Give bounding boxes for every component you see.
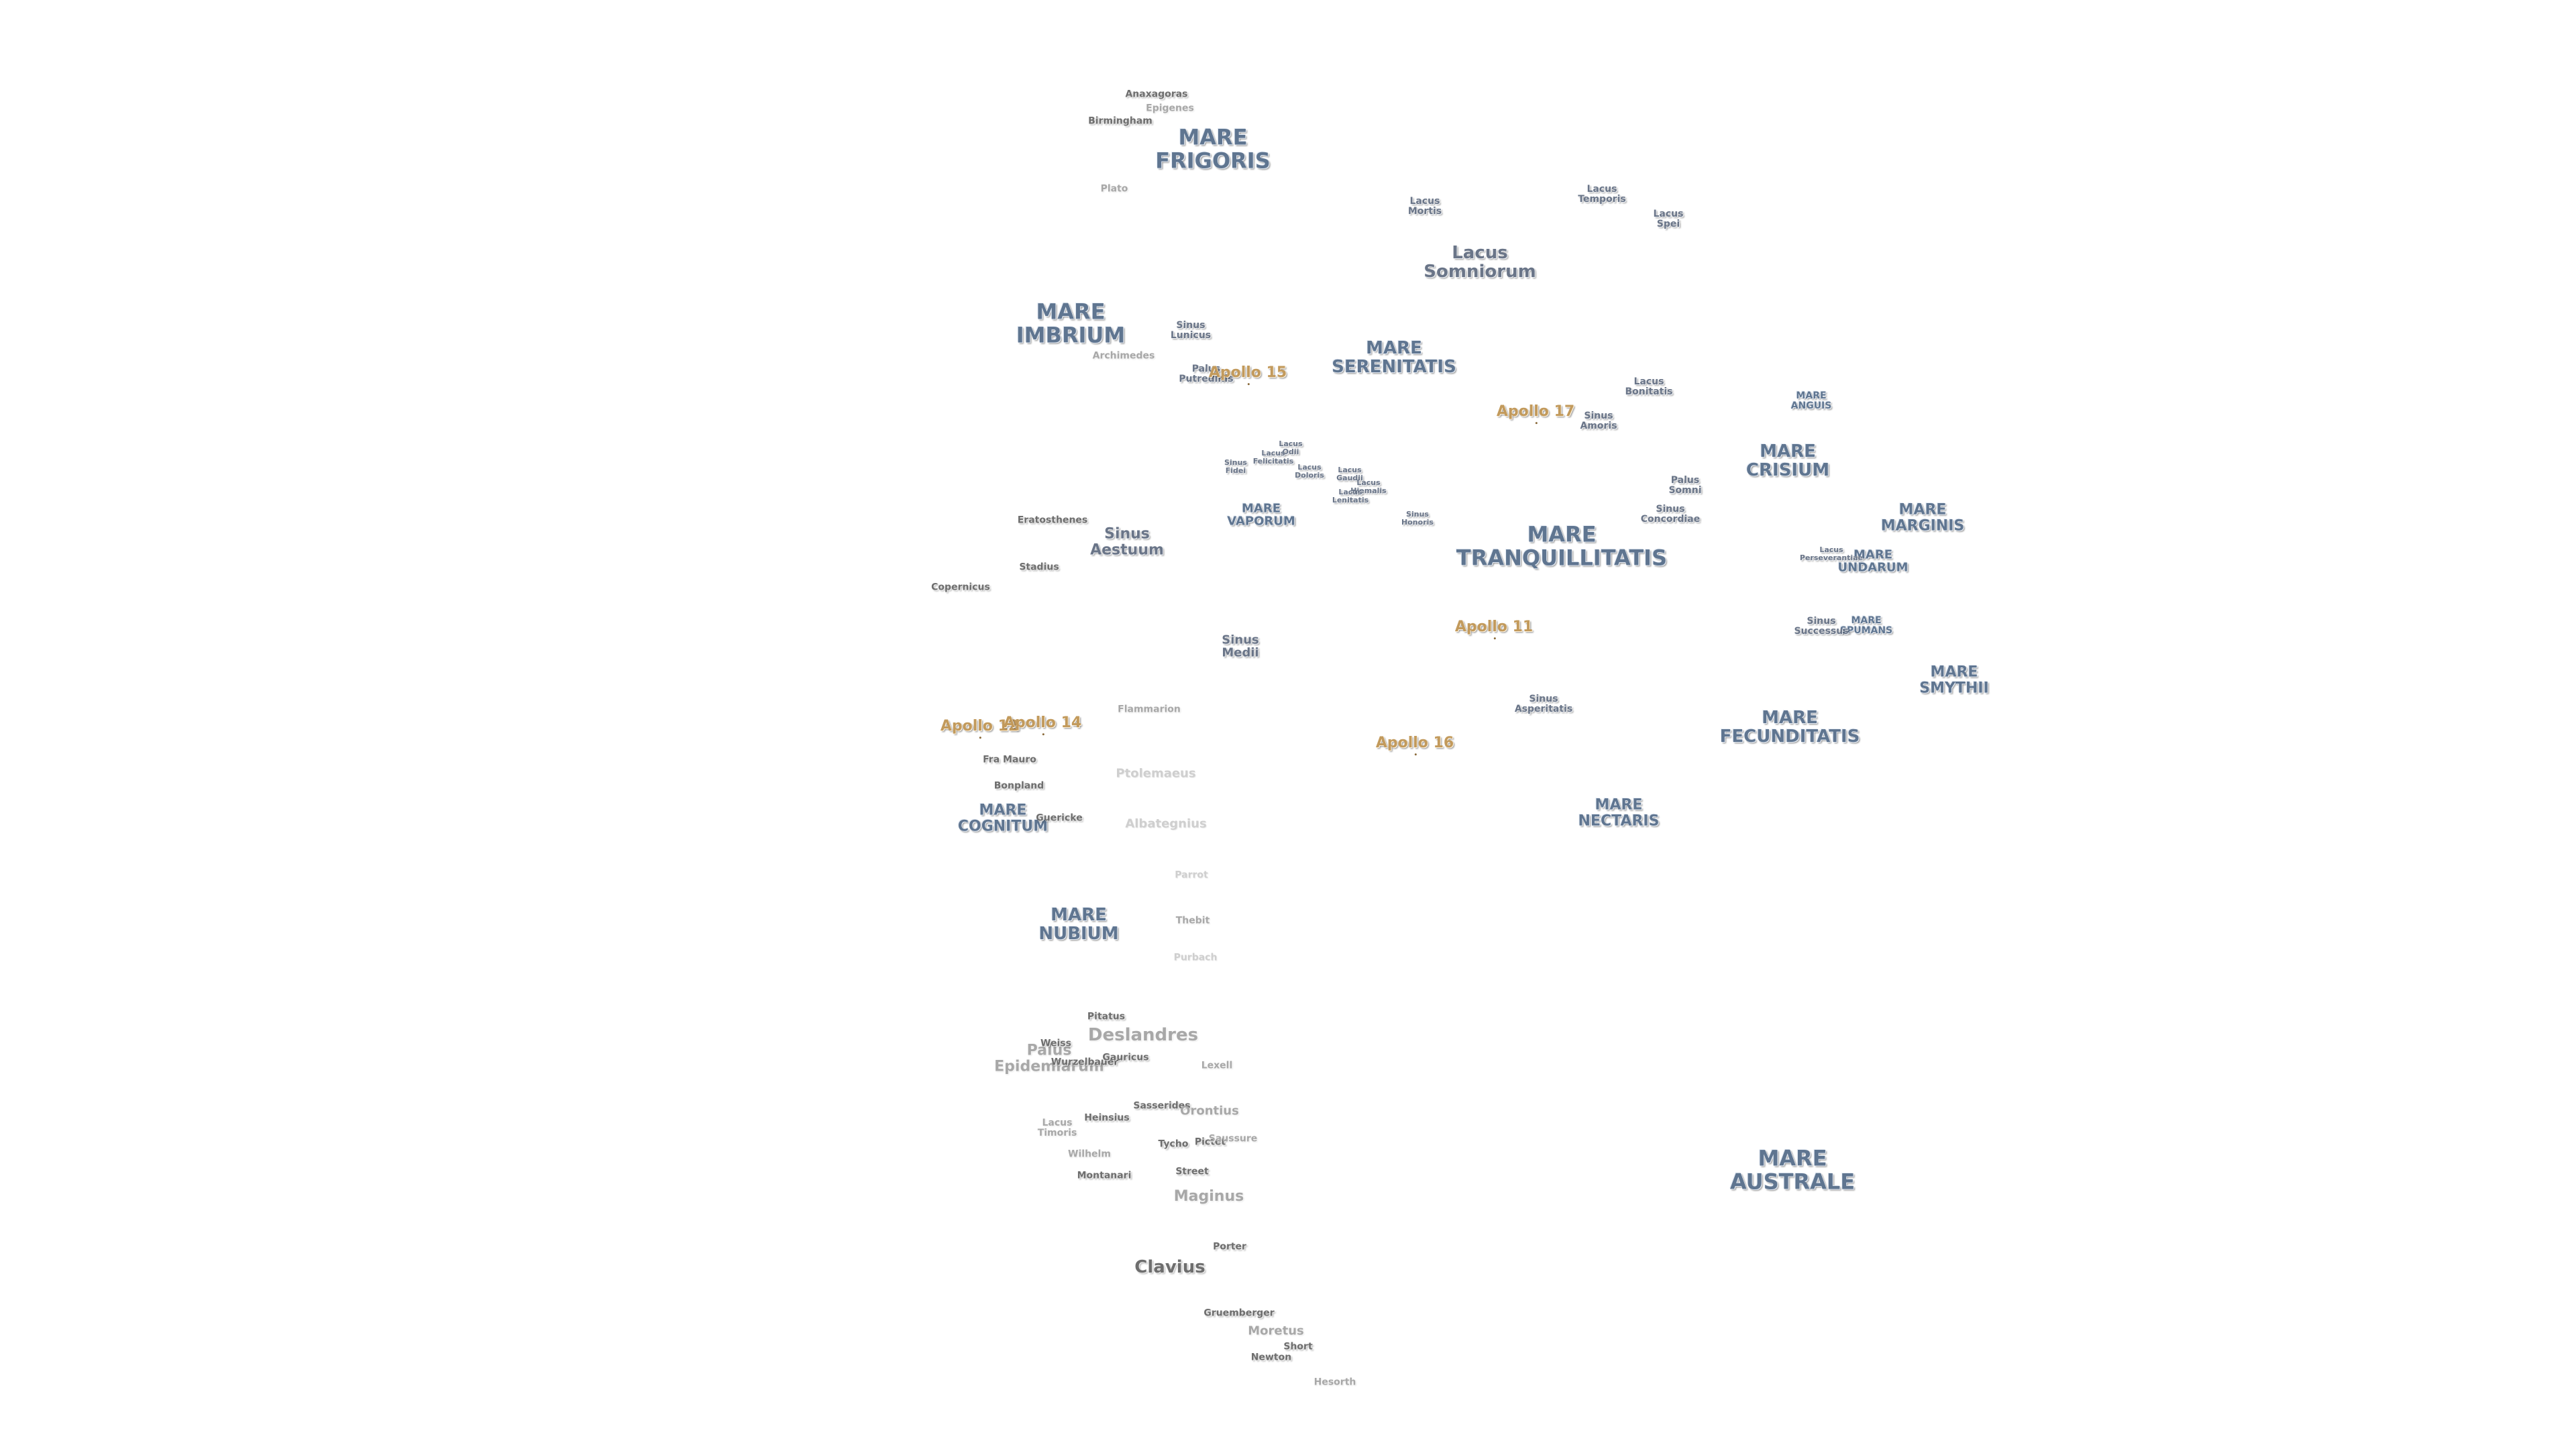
crater-label: Plato (1100, 183, 1128, 195)
crater-label: Gauricus (1102, 1052, 1149, 1063)
crater-label: Ptolemaeus (1116, 766, 1196, 781)
mare-label: MARE FECUNDITATIS (1719, 707, 1860, 747)
small-feature-label: Sinus Amoris (1580, 410, 1617, 431)
crater-label: Purbach (1173, 952, 1218, 963)
mare-label: MARE ANGUIS (1790, 390, 1832, 411)
small-feature-label: Sinus Concordiae (1640, 503, 1701, 525)
crater-label: Heinsius (1084, 1112, 1130, 1124)
small-feature-label: Lacus Odii (1279, 439, 1303, 456)
small-feature-label: Sinus Fidei (1224, 458, 1247, 475)
apollo-label: Apollo 17 (1496, 403, 1575, 424)
small-feature-label: Sinus Successus (1794, 615, 1849, 637)
crater-label: Saussure (1208, 1133, 1258, 1144)
crater-label: Palus Epidemiarum (994, 1042, 1104, 1075)
crater-label: Lexell (1201, 1060, 1233, 1071)
small-feature-label: Sinus Aestuum (1090, 525, 1164, 558)
crater-label: Copernicus (931, 582, 990, 593)
crater-label: Maginus (1173, 1188, 1244, 1205)
crater-label: Flammarion (1118, 704, 1181, 715)
crater-label: Weiss (1040, 1038, 1071, 1049)
crater-label: Tycho (1158, 1138, 1189, 1150)
small-feature-label: Lacus Spei (1653, 208, 1684, 229)
small-feature-label: Sinus Asperitatis (1514, 693, 1573, 714)
crater-label: Deslandres (1087, 1024, 1199, 1045)
small-feature-label: Lacus Perseverantiae (1799, 545, 1864, 562)
small-feature-label: Sinus Honoris (1401, 510, 1434, 527)
mare-label: MARE FRIGORIS (1155, 124, 1271, 173)
small-feature-label: Lacus Mortis (1407, 195, 1442, 217)
crater-label: Lacus Timoris (1037, 1117, 1077, 1138)
mare-label: MARE NECTARIS (1578, 796, 1660, 829)
crater-label: Parrot (1175, 869, 1208, 881)
crater-label: Orontius (1180, 1104, 1239, 1118)
mare-label: MARE SMYTHII (1919, 663, 1989, 696)
crater-label: Birmingham (1088, 115, 1152, 127)
crater-label: Street (1175, 1166, 1209, 1177)
apollo-label: Apollo 12 (940, 718, 1019, 739)
crater-label: Guericke (1036, 812, 1083, 824)
crater-label: Gruemberger (1203, 1307, 1275, 1319)
crater-label: Pitatus (1087, 1011, 1126, 1022)
apollo-label: Apollo 15 (1208, 364, 1287, 385)
small-feature-label: Lacus Temporis (1578, 183, 1626, 205)
crater-label: Thebit (1175, 915, 1210, 926)
mare-label: MARE NUBIUM (1038, 904, 1119, 944)
small-feature-label: Lacus Bonitatis (1625, 376, 1673, 397)
small-feature-label: Lacus Hiemalis (1350, 478, 1387, 495)
mare-label: MARE IMBRIUM (1016, 299, 1126, 347)
crater-label: Eratosthenes (1017, 515, 1088, 526)
small-feature-label: Sinus Medii (1222, 633, 1259, 660)
crater-label: Sasserides (1133, 1100, 1191, 1112)
apollo-label: Apollo 14 (1003, 714, 1082, 735)
small-feature-label: Lacus Somniorum (1424, 242, 1536, 282)
mare-label: MARE CRISIUM (1746, 441, 1830, 480)
apollo-label: Apollo 11 (1454, 619, 1534, 639)
small-feature-label: Sinus Lunicus (1170, 319, 1212, 341)
crater-label: Clavius (1134, 1256, 1205, 1277)
small-feature-label: Lacus Felicitatis (1252, 449, 1294, 466)
crater-label: Fra Mauro (983, 754, 1036, 765)
mare-label: MARE UNDARUM (1837, 547, 1909, 575)
crater-label: Stadius (1019, 561, 1059, 573)
crater-label: Anaxagoras (1125, 89, 1188, 100)
small-feature-label: Palus Somni (1668, 474, 1702, 496)
small-feature-label: Lacus Gaudii (1336, 466, 1363, 482)
crater-label: Moretus (1248, 1324, 1304, 1338)
mare-label: MARE SERENITATIS (1332, 337, 1456, 377)
crater-label: Albategnius (1125, 816, 1207, 831)
crater-label: Pictet (1194, 1136, 1226, 1148)
mare-label: MARE AUSTRALE (1729, 1145, 1856, 1194)
mare-label: MARE COGNITUM (957, 802, 1049, 835)
apollo-label: Apollo 16 (1375, 735, 1454, 755)
crater-label: Wurzelbauer (1051, 1057, 1119, 1068)
mare-label: MARE TRANQUILLITATIS (1456, 521, 1668, 570)
crater-label: Hesorth (1313, 1377, 1356, 1388)
crater-label: Montanari (1077, 1170, 1132, 1181)
crater-label: Wilhelm (1068, 1148, 1111, 1160)
crater-label: Epigenes (1146, 103, 1194, 114)
small-feature-label: Palus Putredinis (1179, 363, 1234, 384)
crater-label: Archimedes (1092, 350, 1155, 362)
small-feature-label: Lacus Lenitatis (1332, 488, 1369, 504)
mare-label: MARE SPUMANS (1839, 614, 1893, 636)
mare-label: MARE MARGINIS (1880, 501, 1965, 534)
small-feature-label: Lacus Doloris (1295, 463, 1324, 480)
crater-label: Bonpland (994, 780, 1044, 792)
mare-label: MARE VAPORUM (1227, 501, 1295, 529)
crater-label: Newton (1250, 1352, 1292, 1363)
crater-label: Porter (1213, 1241, 1246, 1252)
crater-label: Short (1283, 1341, 1313, 1352)
